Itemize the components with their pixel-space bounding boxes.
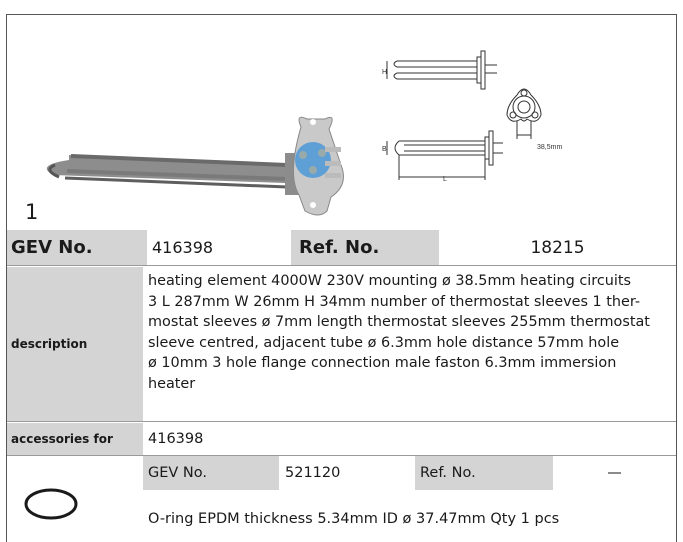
b-label: B	[382, 146, 387, 153]
description-line: ø 10mm 3 hole flange connection male fas…	[148, 355, 617, 372]
gev-label: GEV No.	[11, 237, 93, 258]
description-text: heating element 4000W 230V mounting ø 38…	[143, 267, 676, 421]
description-line: heating element 4000W 230V mounting ø 38…	[148, 273, 631, 289]
acc-ref-value: —	[607, 465, 622, 481]
description-label: description	[11, 337, 88, 351]
acc-ref-label: Ref. No.	[415, 456, 553, 490]
ref-value: 18215	[439, 230, 676, 265]
item-index: 1	[25, 200, 39, 224]
ref-label: Ref. No.	[299, 237, 380, 258]
product-card: H 38,5mm B L	[6, 14, 677, 542]
accessories-value: 416398	[143, 423, 676, 455]
divider	[7, 455, 676, 456]
accessories-label: accessories for	[11, 432, 113, 446]
l-label: L	[443, 176, 447, 183]
accessory-item: GEV No. 521120 Ref. No. — O-ring EPDM th…	[7, 456, 676, 542]
heating-element-photo: H 38,5mm B L	[46, 50, 562, 216]
product-image-area: H 38,5mm B L	[7, 15, 676, 230]
o-ring-image	[24, 488, 78, 520]
description-line: 3 L 287mm W 26mm H 34mm number of thermo…	[148, 293, 641, 310]
description-line: sleeve centred, adjacent tube ø 6.3mm ho…	[148, 334, 620, 351]
divider	[7, 421, 676, 422]
description-line: heater	[148, 375, 196, 392]
header-row: GEV No. 416398 Ref. No. 18215	[7, 230, 676, 265]
h-label: H	[382, 69, 387, 76]
gev-value: 416398	[147, 230, 291, 265]
acc-gev-value: 521120	[285, 465, 341, 481]
description-row: description heating element 4000W 230V m…	[7, 267, 676, 421]
divider	[7, 265, 676, 266]
acc-description: O-ring EPDM thickness 5.34mm ID ø 37.47m…	[148, 511, 560, 527]
hole-dim-label: 38,5mm	[537, 144, 562, 151]
acc-gev-label: GEV No.	[143, 456, 279, 490]
accessories-row: accessories for 416398	[7, 423, 676, 455]
description-line: mostat sleeves ø 7mm length thermostat s…	[148, 314, 650, 331]
